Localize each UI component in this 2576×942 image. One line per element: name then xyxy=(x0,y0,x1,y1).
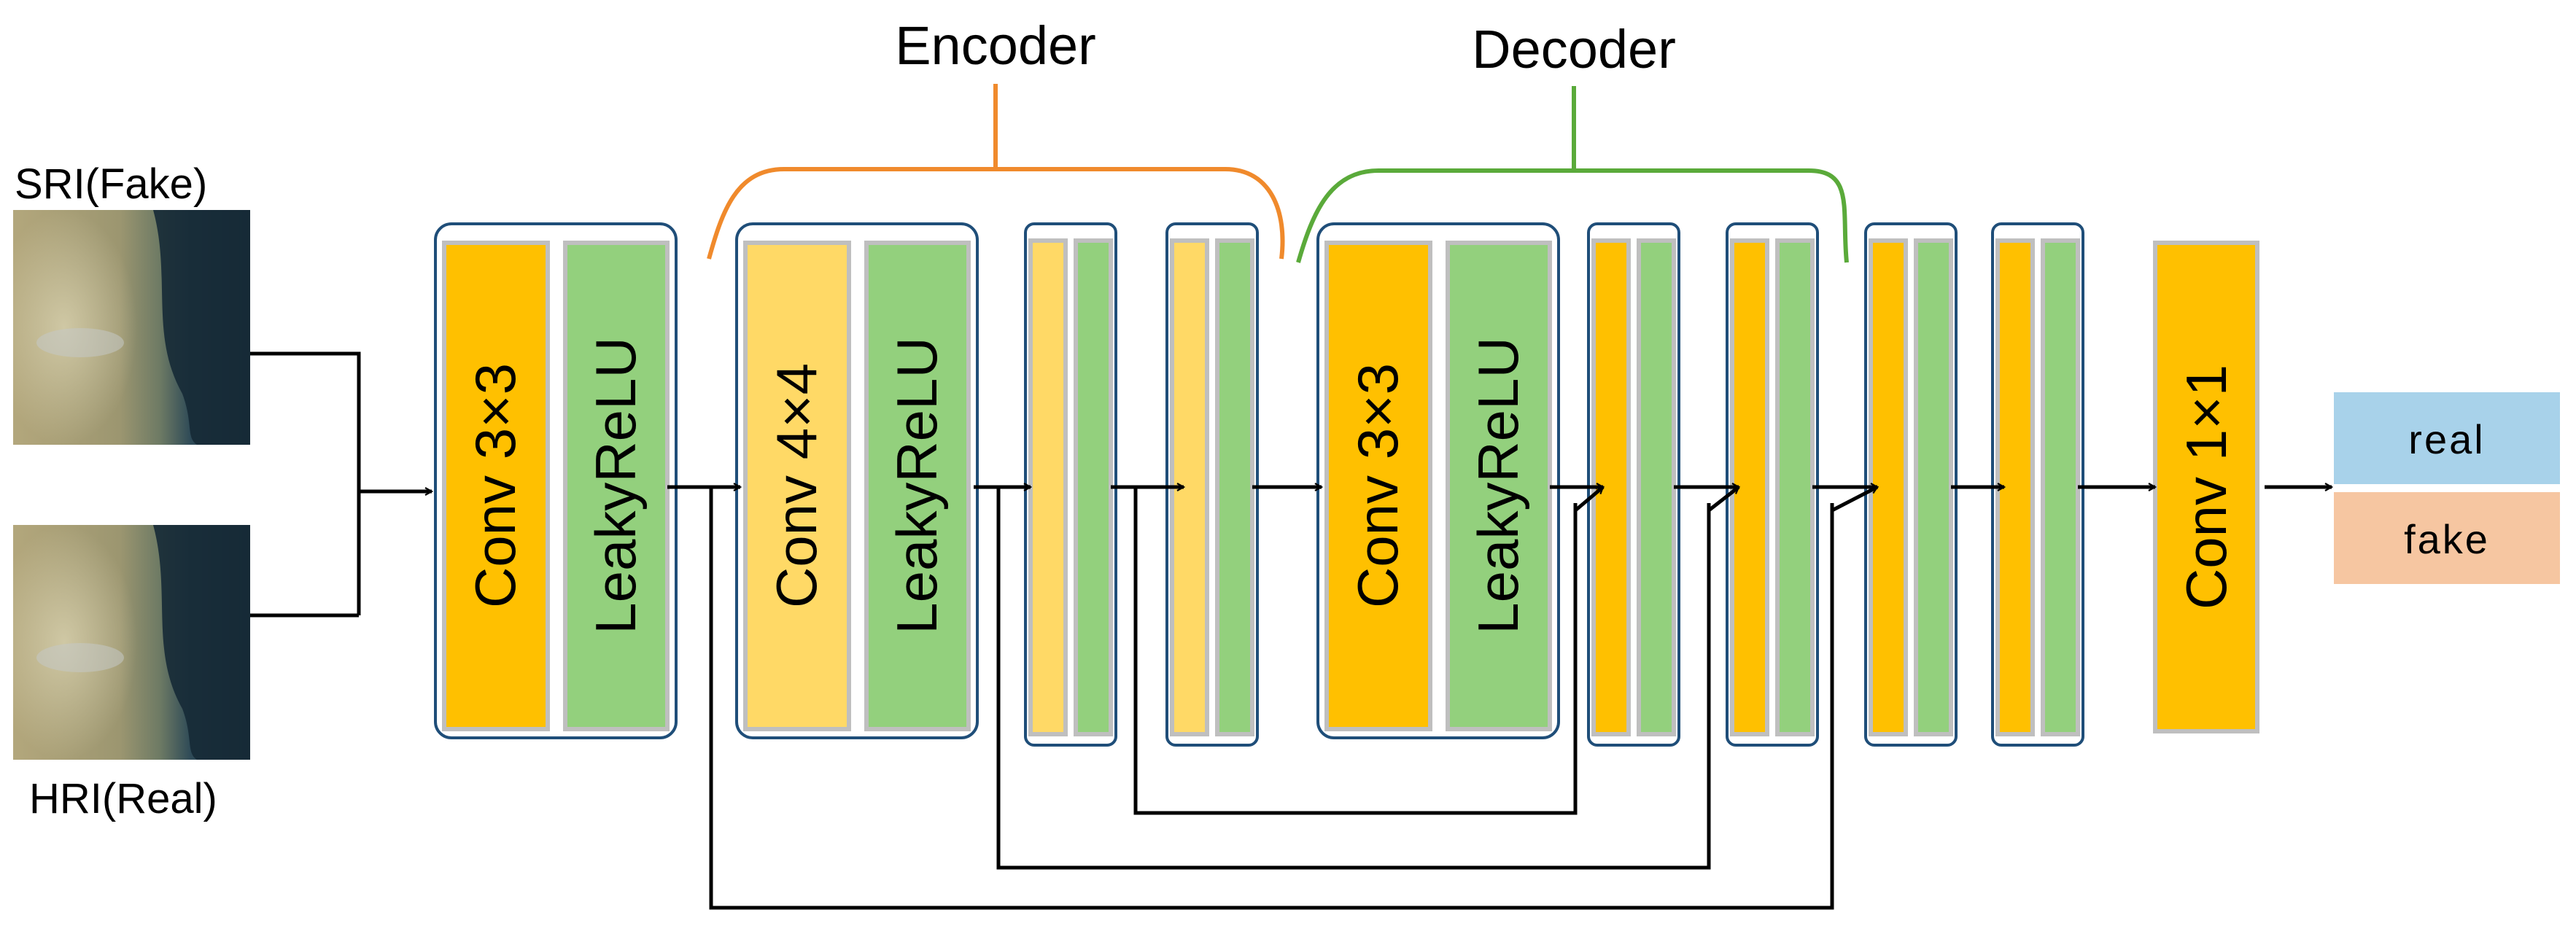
leaky-enc-bar xyxy=(864,241,971,731)
encoder-brace xyxy=(707,167,1285,260)
conv4x4-bar xyxy=(743,241,851,731)
decoder-block-2-relu xyxy=(1637,238,1676,736)
leaky-first-label: LeakyReLU xyxy=(583,337,648,634)
conv4x4-label: Conv 4×4 xyxy=(764,363,829,608)
conv3x3-dec-label: Conv 3×3 xyxy=(1346,363,1410,608)
conv3x3-first-label: Conv 3×3 xyxy=(463,363,527,608)
leaky-dec-label: LeakyReLU xyxy=(1466,337,1530,634)
fake-output-box xyxy=(2334,492,2560,584)
conv3x3-dec-bar xyxy=(1324,241,1432,731)
real-satellite-image xyxy=(13,525,250,760)
encoder-label: Encoder xyxy=(895,15,1096,76)
skip-connection-inner xyxy=(1133,487,1578,815)
leaky-dec-bar xyxy=(1446,241,1552,731)
fake-input-connector xyxy=(250,351,361,615)
skip-outer-head xyxy=(1831,485,1877,513)
skip-middle-head xyxy=(1707,486,1739,512)
conv3x3-first-bar xyxy=(442,241,550,731)
real-output-box xyxy=(2334,392,2560,484)
conv1x1-label: Conv 1×1 xyxy=(2174,365,2238,610)
encoder-block-3-conv xyxy=(1028,238,1068,736)
encoder-block-4-relu xyxy=(1215,238,1254,736)
skip-inner-head xyxy=(1574,486,1603,512)
decoder-label: Decoder xyxy=(1472,19,1676,79)
decoder-brace xyxy=(1296,168,1849,263)
decoder-block-4-relu xyxy=(1914,238,1953,736)
real-output-label: real xyxy=(2408,416,2485,462)
encoder-block-3-relu xyxy=(1074,238,1113,736)
fake-output-label: fake xyxy=(2404,516,2490,562)
leaky-enc-label: LeakyReLU xyxy=(885,337,949,634)
real-input-label: HRI(Real) xyxy=(29,775,217,822)
decoder-block-5-relu xyxy=(2041,238,2080,736)
fake-satellite-image xyxy=(13,210,250,445)
conv1x1-bar xyxy=(2153,241,2259,733)
skip-connection-outer xyxy=(709,487,1834,910)
fake-input-label: SRI(Fake) xyxy=(15,160,207,208)
skip-connection-middle xyxy=(996,487,1711,870)
decoder-block-3-relu xyxy=(1775,238,1815,736)
